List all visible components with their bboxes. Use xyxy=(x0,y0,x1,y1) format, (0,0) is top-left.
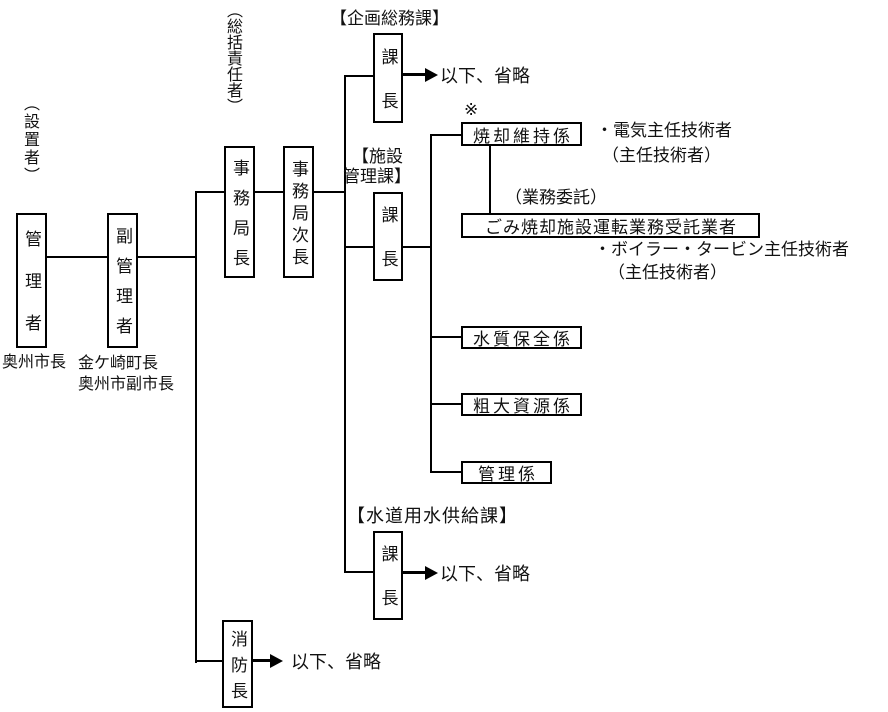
planning-section-heading: 【企画総務課】 xyxy=(330,9,449,28)
connector-line xyxy=(344,75,346,573)
water-omission-note: 以下、省略 xyxy=(440,564,530,584)
facility-section-chief-box: 課長 xyxy=(373,192,403,294)
administration-unit-label: 管理係 xyxy=(478,465,538,484)
deputy-secretary-general-box-label: 事務局次長 xyxy=(289,159,308,270)
planning-omission-note: 以下、省略 xyxy=(440,66,530,86)
manager-box: 管理者 xyxy=(16,213,47,356)
electric-engineer-subnote: （主任技術者） xyxy=(602,146,721,165)
connector-line xyxy=(344,246,373,248)
connector-line xyxy=(254,191,284,193)
administration-unit-box: 管理係 xyxy=(461,461,552,484)
connector-line xyxy=(46,256,107,258)
water-section-chief-label: 課長 xyxy=(378,545,398,633)
connector-line xyxy=(344,75,373,77)
deputy-manager-box: 副管理者 xyxy=(107,213,138,348)
planning-section-chief-box: 課長 xyxy=(373,33,403,136)
reference-mark: ※ xyxy=(464,100,479,119)
contractor-box: ごみ焼却施設運転業務受託業者 xyxy=(461,213,760,238)
connector-line xyxy=(430,336,461,338)
facility-section-heading-line2: 管理課】 xyxy=(343,167,411,186)
manager-holder-label: 奥州市長 xyxy=(2,354,67,371)
connector-line xyxy=(402,246,432,248)
connector-line xyxy=(195,191,197,663)
connector-line xyxy=(430,403,461,405)
connector-line xyxy=(195,191,224,193)
contractor-box-label: ごみ焼却施設運転業務受託業者 xyxy=(485,218,737,237)
secretary-general-box: 事務局長 xyxy=(224,146,255,279)
omission-arrow-line xyxy=(252,659,270,662)
fire-chief-box-label: 消防長 xyxy=(228,629,247,708)
deputy-manager-box-label: 副管理者 xyxy=(113,227,132,347)
deputy-secretary-general-box: 事務局次長 xyxy=(283,146,314,278)
secretary-general-box-label: 事務局長 xyxy=(230,158,249,279)
incineration-maintenance-unit-box: 焼却維持係 xyxy=(461,122,582,146)
bulky-resource-unit-label: 粗大資源係 xyxy=(473,397,573,416)
deputy-holder-1-label: 金ケ崎町長 xyxy=(78,355,159,372)
omission-arrow-line xyxy=(402,571,425,574)
connector-line xyxy=(195,660,223,662)
water-quality-unit-box: 水質保全係 xyxy=(461,326,582,349)
facility-section-chief-label: 課長 xyxy=(378,206,398,294)
arrow-right-icon xyxy=(425,566,438,580)
planning-section-chief-label: 課長 xyxy=(378,47,398,136)
outsourcing-label: （業務委託） xyxy=(505,188,607,207)
bulky-resource-unit-box: 粗大資源係 xyxy=(461,393,582,416)
connector-line xyxy=(313,191,346,193)
connector-line xyxy=(430,471,461,473)
outsourcing-connector-line xyxy=(489,145,491,214)
arrow-right-icon xyxy=(425,68,438,82)
water-section-heading: 【水道用水供給課】 xyxy=(347,506,518,526)
electric-engineer-note: ・電気主任技術者 xyxy=(596,121,732,140)
connector-line xyxy=(344,571,373,573)
fire-chief-box: 消防長 xyxy=(222,620,253,708)
boiler-turbine-engineer-note: ・ボイラー・タービン主任技術者 xyxy=(594,240,849,259)
deputy-holder-2-label: 奥州市副市長 xyxy=(78,376,175,393)
connector-line xyxy=(430,134,432,473)
water-quality-unit-label: 水質保全係 xyxy=(473,330,573,349)
incineration-maintenance-unit-label: 焼却維持係 xyxy=(473,126,573,146)
manager-box-label: 管理者 xyxy=(22,230,41,356)
fire-omission-note: 以下、省略 xyxy=(291,652,381,672)
boiler-turbine-engineer-subnote: （主任技術者） xyxy=(608,263,727,282)
omission-arrow-line xyxy=(402,73,425,76)
arrow-right-icon xyxy=(270,654,283,668)
connector-line xyxy=(137,256,197,258)
overall-coordinator-label: （総括責任者） xyxy=(224,2,241,114)
facility-section-heading-line1: 【施設 xyxy=(352,147,403,166)
water-section-chief-box: 課長 xyxy=(373,531,403,633)
installer-label: （設置者） xyxy=(21,95,38,185)
connector-line xyxy=(430,134,461,136)
